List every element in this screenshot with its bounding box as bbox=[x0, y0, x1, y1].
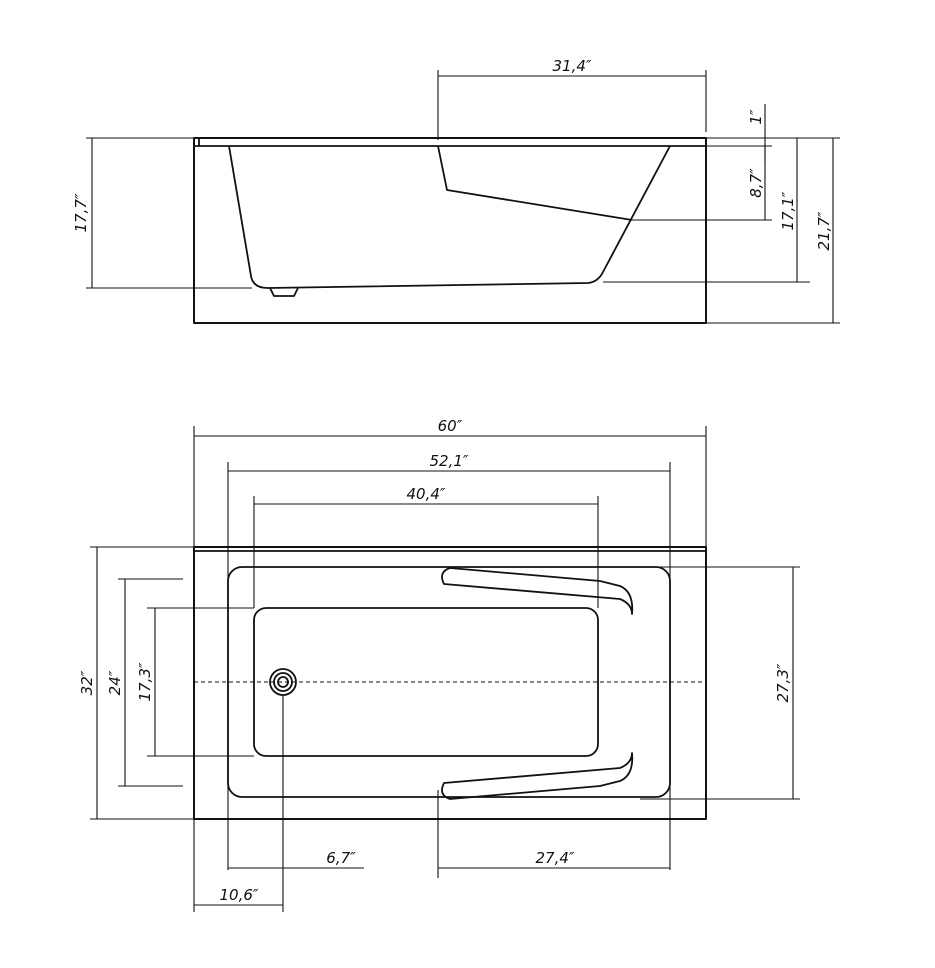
dim-drain-to-edge-label: 10,6″ bbox=[219, 886, 258, 904]
side-view-body bbox=[193, 137, 707, 324]
dim-basin-width-label: 17,3″ bbox=[136, 662, 154, 701]
drain-icon bbox=[269, 668, 297, 696]
dim-overall-length-label: 60″ bbox=[438, 417, 463, 435]
dim-overall-height: 21,7″ bbox=[815, 138, 834, 323]
dim-inner-depth-label: 17,1″ bbox=[779, 191, 797, 230]
top-view-body bbox=[193, 546, 707, 820]
dim-drain-to-rim-label: 6,7″ bbox=[326, 849, 356, 867]
dim-overall-height-label: 21,7″ bbox=[815, 211, 833, 250]
dim-rim-thickness: 1″ bbox=[747, 104, 766, 162]
dim-water-depth: 17,7″ bbox=[72, 137, 252, 289]
dim-top-length-label: 31,4″ bbox=[552, 57, 591, 75]
dim-basin-length: 40,4″ bbox=[253, 485, 599, 608]
dim-rim-thickness-label: 1″ bbox=[747, 109, 765, 125]
dim-drain-to-rim: 6,7″ bbox=[228, 695, 364, 912]
dim-armrest-length: 27,4″ bbox=[437, 790, 670, 878]
dim-rim-inner-length-label: 52,1″ bbox=[429, 452, 468, 470]
dim-armrest-length-label: 27,4″ bbox=[535, 849, 574, 867]
dim-depth-to-slope-label: 8,7″ bbox=[747, 168, 765, 198]
dim-overall-width-label: 32″ bbox=[78, 670, 96, 695]
dim-water-depth-label: 17,7″ bbox=[72, 193, 90, 232]
dim-armrest-width-label: 27,3″ bbox=[774, 663, 792, 702]
side-view-drain-foot bbox=[269, 287, 299, 297]
top-view-armrest-lower bbox=[441, 752, 634, 800]
side-view-backrest-step bbox=[437, 145, 633, 221]
side-view: 31,4″ 17,7″ 1″ 8,7″ 17,1″ bbox=[72, 57, 840, 324]
side-view-inner-basin bbox=[228, 145, 671, 289]
dim-basin-length-label: 40,4″ bbox=[406, 485, 445, 503]
dim-armrest-width: 27,3″ bbox=[640, 566, 800, 800]
dim-drain-to-edge: 10,6″ bbox=[193, 819, 283, 912]
top-view-armrest-upper bbox=[441, 567, 634, 615]
top-view: 60″ 52,1″ 40,4″ 32″ 24″ bbox=[78, 417, 800, 912]
dim-rim-inner-width-label: 24″ bbox=[106, 670, 124, 695]
dim-top-length: 31,4″ bbox=[437, 57, 707, 140]
dim-basin-width: 17,3″ bbox=[136, 607, 254, 757]
dim-depth-to-slope: 8,7″ bbox=[747, 146, 766, 220]
dim-inner-depth: 17,1″ bbox=[779, 138, 798, 282]
dim-overall-length: 60″ bbox=[193, 417, 707, 547]
dim-rim-inner-width: 24″ bbox=[106, 578, 183, 787]
dim-overall-width: 32″ bbox=[78, 546, 194, 820]
dim-rim-inner-length: 52,1″ bbox=[227, 452, 671, 870]
